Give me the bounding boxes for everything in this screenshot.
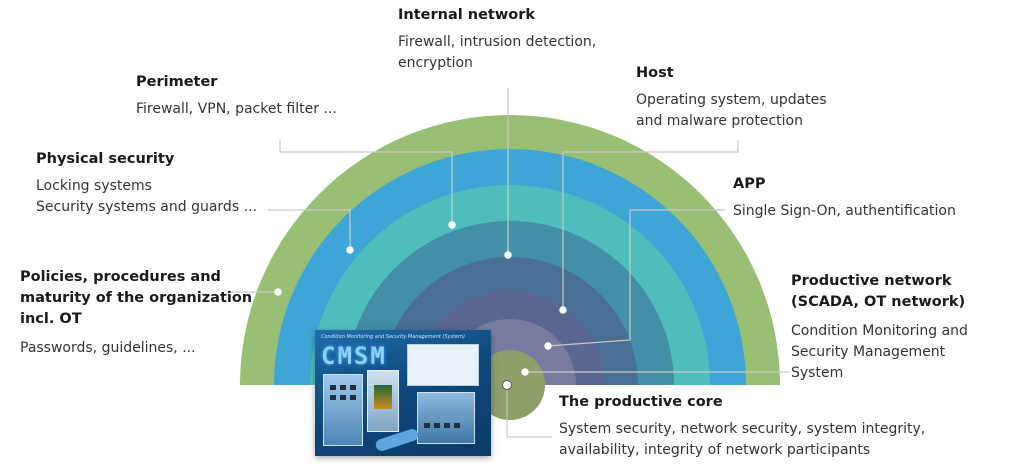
leader-line-physical (268, 209, 351, 250)
leader-lines (230, 88, 790, 438)
product-image: Condition Monitoring and Security Manage… (315, 330, 491, 456)
label-policies: Policies, procedures and maturity of the… (20, 269, 253, 356)
leader-line-core (506, 385, 552, 438)
label-perimeter: Perimeter Firewall, VPN, packet filter .… (136, 74, 337, 117)
dot-perimeter (448, 221, 456, 229)
policies-title: Policies, procedures and maturity of the… (20, 269, 253, 327)
dot-policies (274, 288, 282, 296)
switch-device (323, 374, 363, 446)
product-caption: Condition Monitoring and Security Manage… (321, 334, 465, 340)
label-physical-security: Physical security Locking systems Securi… (36, 151, 257, 215)
monitor-device (367, 370, 399, 432)
leader-line-app (547, 209, 725, 347)
router-device (417, 392, 475, 444)
dot-internal (504, 251, 512, 259)
dot-host (559, 306, 567, 314)
label-productive-core: The productive core System security, net… (559, 394, 926, 458)
leader-line-perimeter (279, 140, 453, 225)
leader-line-host (562, 140, 739, 310)
layer-dots (274, 221, 567, 390)
label-host: Host Operating system, updates and malwa… (636, 65, 827, 129)
label-internal-network: Internal network Firewall, intrusion det… (398, 7, 597, 71)
software-panel (407, 344, 479, 386)
dot-app (544, 342, 552, 350)
productive-network-title: Productive network (SCADA, OT network) (791, 273, 966, 310)
label-app: APP Single Sign-On, authentification (733, 176, 956, 219)
label-productive-network: Productive network (SCADA, OT network) C… (791, 273, 968, 381)
dot-productive-network (521, 368, 529, 376)
dot-physical (346, 246, 354, 254)
dot-core (502, 380, 512, 390)
product-logo: CMSM (321, 342, 387, 370)
